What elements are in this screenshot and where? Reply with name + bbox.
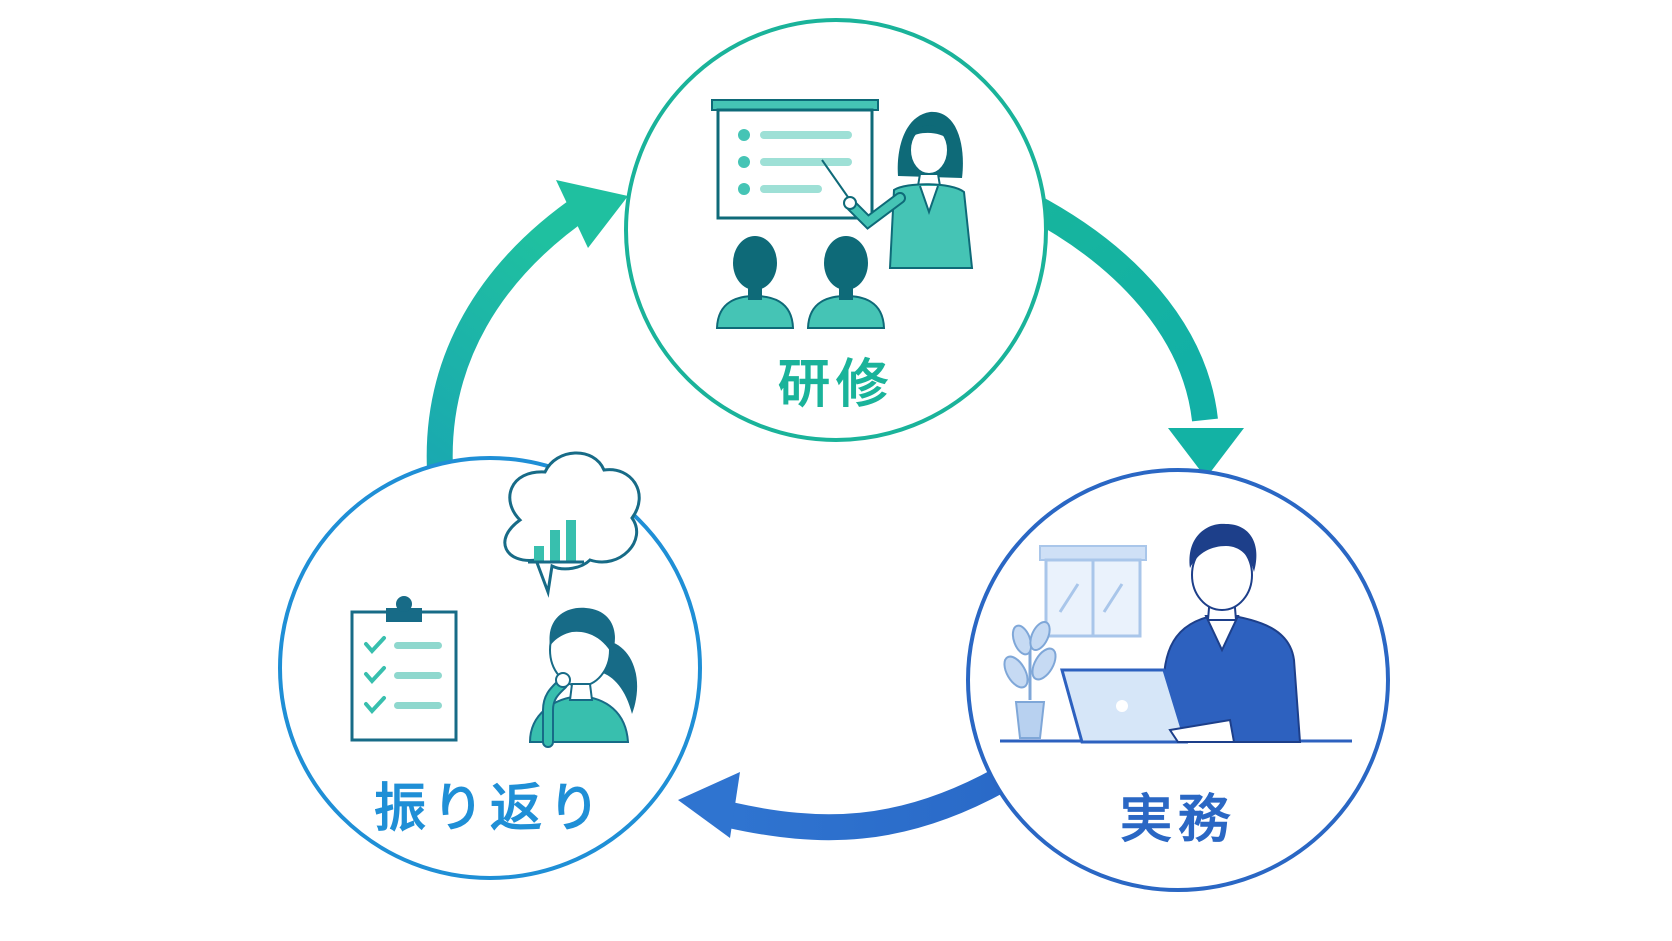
node-training: 研修 xyxy=(624,18,1048,442)
node-training-label: 研修 xyxy=(778,355,894,415)
presentation-board-icon xyxy=(711,99,879,220)
node-work-label: 実務 xyxy=(1120,790,1236,850)
laptop-worker-icon xyxy=(1060,523,1302,744)
node-work: 実務 xyxy=(966,468,1390,892)
node-reflection-label: 振り返り xyxy=(374,779,606,839)
arrow-reflection-to-training xyxy=(426,180,628,471)
thinking-woman-icon xyxy=(528,607,638,748)
arrow-training-to-work xyxy=(1023,193,1244,478)
node-reflection: 振り返り xyxy=(278,451,702,880)
window-icon xyxy=(1039,545,1147,638)
checklist-clipboard-icon xyxy=(350,596,458,742)
bar-chart-bubble-icon xyxy=(503,451,641,598)
potted-plant-icon xyxy=(1003,620,1057,739)
presenter-icon xyxy=(821,111,974,269)
audience-icon xyxy=(715,236,886,329)
arrow-work-to-reflection xyxy=(678,768,1007,841)
